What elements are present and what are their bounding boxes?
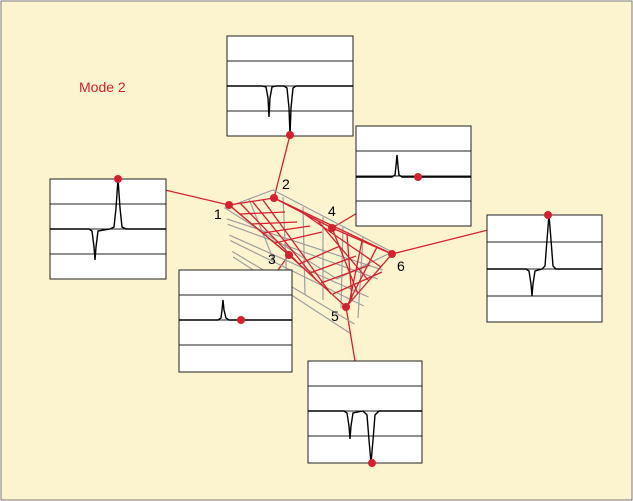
node-label-4: 4 — [328, 203, 336, 219]
node-label-3: 3 — [268, 251, 276, 267]
response-trace-left — [50, 178, 166, 261]
response-panel-upper-right — [355, 125, 472, 227]
response-trace-right — [487, 214, 602, 297]
panel-anchor-top — [286, 131, 294, 139]
panel-anchor-right — [544, 211, 552, 219]
response-panel-top — [226, 35, 354, 139]
node-2-marker — [270, 194, 278, 202]
response-panel-right — [486, 211, 603, 323]
panel-anchor-upper-right — [414, 173, 422, 181]
response-panel-left — [49, 175, 167, 280]
node-label-2: 2 — [282, 176, 290, 192]
response-trace-top — [227, 85, 353, 136]
panel-anchor-lower-left — [237, 316, 245, 324]
node-4-marker — [328, 224, 336, 232]
node-markers — [225, 194, 396, 311]
response-panel-lower-left — [178, 269, 293, 373]
mode-title: Mode 2 — [79, 79, 126, 95]
panel-anchor-bottom — [368, 459, 376, 467]
response-trace-upper-right — [356, 154, 471, 178]
node-1-marker — [225, 201, 233, 209]
response-panel-bottom — [307, 360, 423, 467]
connector-line-top — [273, 134, 291, 199]
node-label-1: 1 — [214, 206, 222, 222]
node-label-6: 6 — [397, 258, 405, 274]
node-5-marker — [342, 303, 350, 311]
node-labels: 1 2 3 4 5 6 — [214, 176, 405, 324]
node-3-marker — [285, 251, 293, 259]
node-label-5: 5 — [331, 308, 339, 324]
node-6-marker — [388, 250, 396, 258]
response-trace-bottom — [308, 410, 422, 464]
response-trace-lower-left — [179, 299, 292, 321]
panel-anchor-left — [114, 175, 122, 183]
